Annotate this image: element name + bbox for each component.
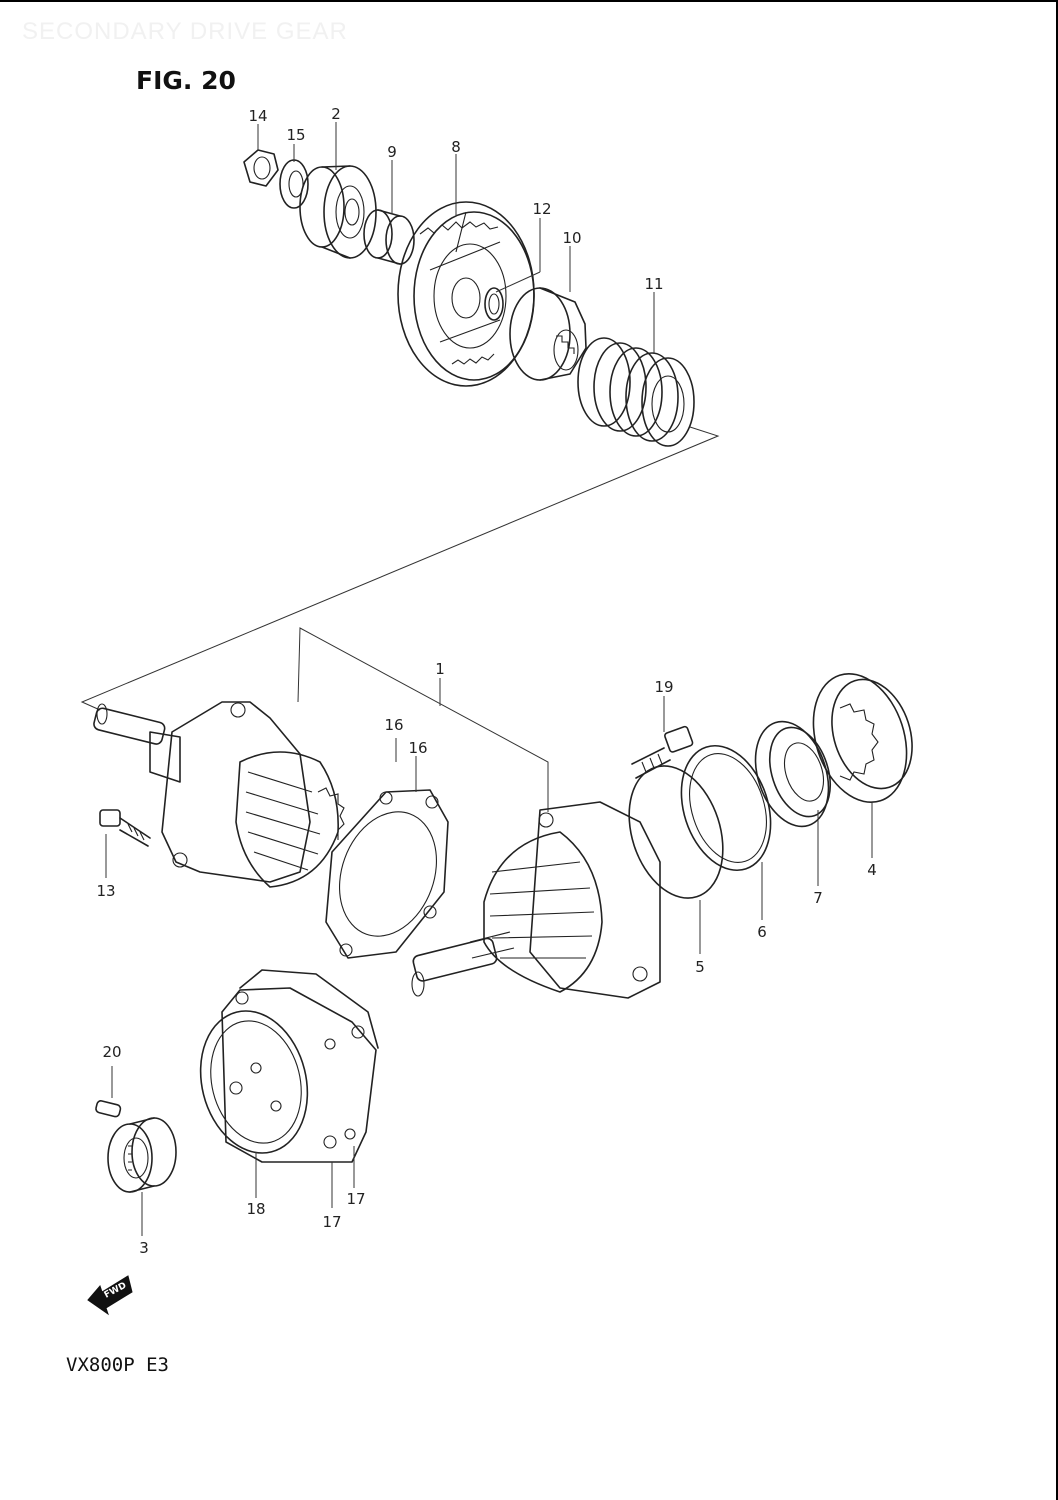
- callout-1: 1: [435, 660, 445, 678]
- callout-12: 12: [532, 200, 551, 218]
- part-2-bearing: [299, 165, 377, 259]
- callout-16-a: 16: [384, 716, 403, 734]
- callout-18: 18: [246, 1200, 265, 1218]
- part-1-right-pinion-housing: [411, 801, 661, 999]
- callout-15: 15: [286, 126, 305, 144]
- part-20-dowel-pin: [95, 1100, 122, 1118]
- callout-3: 3: [139, 1239, 149, 1257]
- part-9-collar: [363, 209, 415, 265]
- callout-9: 9: [387, 143, 397, 161]
- callout-20: 20: [102, 1043, 121, 1061]
- callout-17-a: 17: [322, 1213, 341, 1231]
- part-5-o-ring: [628, 765, 724, 899]
- part-13-bolt: [99, 809, 151, 847]
- assembly-bracket-part-1: [297, 627, 549, 812]
- callout-7: 7: [813, 889, 823, 907]
- callout-13: 13: [96, 882, 115, 900]
- part-4-lock-nut: [812, 672, 913, 804]
- part-12-circlip: [484, 287, 504, 321]
- part-19-bolt: [631, 725, 694, 779]
- part-14-nut: [243, 149, 279, 187]
- figure-title: FIG. 20: [136, 66, 236, 95]
- part-11-spring: [577, 337, 695, 447]
- part-18-cover: [199, 1010, 309, 1154]
- callout-17-b: 17: [346, 1190, 365, 1208]
- model-code: VX800P E3: [66, 1354, 169, 1376]
- fwd-arrow-icon: FWD: [87, 1275, 133, 1316]
- part-8-driven-gear: [397, 201, 535, 387]
- callout-8: 8: [451, 138, 461, 156]
- callout-2: 2: [331, 105, 341, 123]
- callout-4: 4: [867, 861, 877, 879]
- leader-lines: [105, 122, 873, 1236]
- part-16-gasket: [325, 789, 449, 959]
- part-7-oil-seal: [754, 720, 831, 828]
- callout-14: 14: [248, 107, 267, 125]
- callout-5: 5: [695, 958, 705, 976]
- part-3-needle-bearing: [107, 1117, 177, 1193]
- part-6-shim: [680, 744, 772, 872]
- callout-10: 10: [562, 229, 581, 247]
- part-17-cover-gasket: [221, 969, 379, 1163]
- callout-11: 11: [644, 275, 663, 293]
- callout-16-b: 16: [408, 739, 427, 757]
- callout-labels: 14 15 2 9 8 12 10 11 1 19 16 16 4 7 6 5 …: [96, 105, 876, 1257]
- callout-19: 19: [654, 678, 673, 696]
- part-1-left-gear-housing: [93, 701, 345, 888]
- assembly-guide-upper: [80, 426, 720, 711]
- callout-6: 6: [757, 923, 767, 941]
- page-watermark: SECONDARY DRIVE GEAR: [22, 18, 348, 45]
- part-10-damper-cam: [509, 287, 587, 381]
